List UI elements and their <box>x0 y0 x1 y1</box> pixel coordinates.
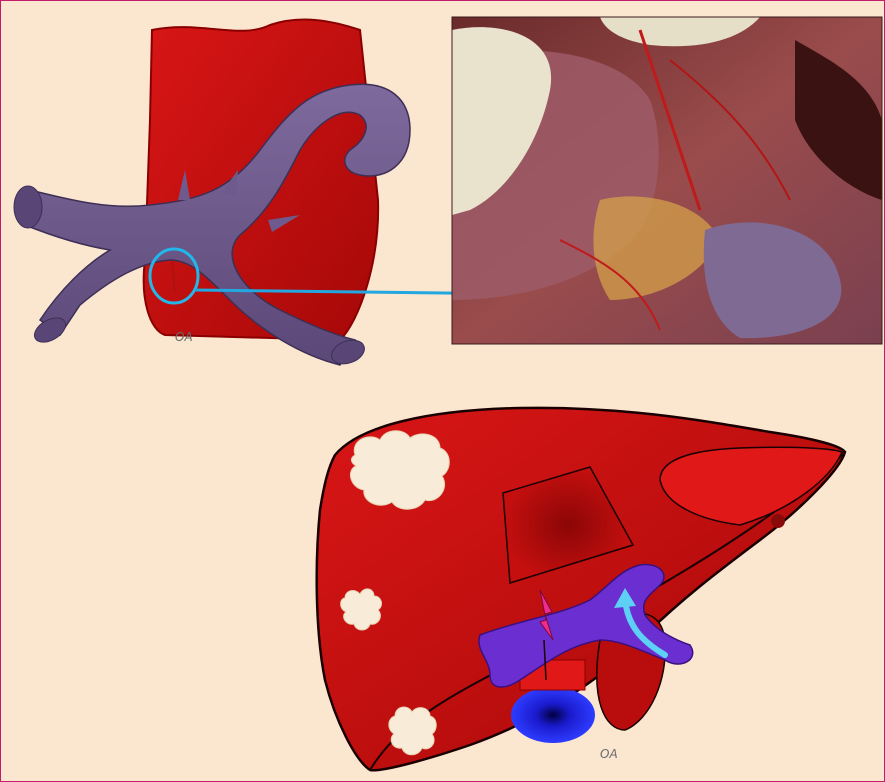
bottom-oa-label: OA <box>600 747 618 761</box>
bottom-liver-diagram: OA <box>317 408 845 770</box>
surgical-photo <box>452 17 882 344</box>
top-oa-label: OA <box>175 330 193 344</box>
vein-end-left <box>14 186 42 228</box>
tumor-large <box>350 431 449 510</box>
tumor-bottom-left <box>389 707 436 755</box>
top-liver-diagram: OA <box>14 20 410 369</box>
blue-vessel <box>511 687 595 743</box>
